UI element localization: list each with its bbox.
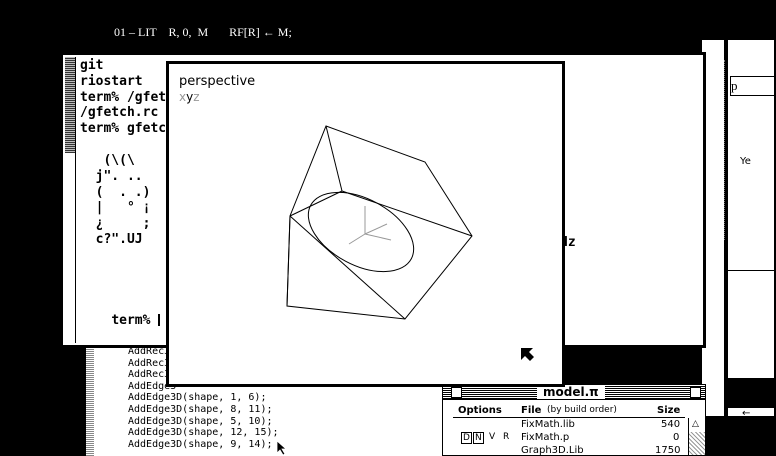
axis-z[interactable]: z — [193, 90, 200, 104]
scroll-thumb[interactable] — [65, 57, 75, 153]
file-row-size: 0 — [673, 432, 680, 443]
code-line: AddEdge3D(shape, 12, 15); — [128, 427, 279, 439]
code-line: AddRec3 — [128, 357, 171, 369]
flag-n[interactable]: N — [473, 432, 484, 444]
axis-selector[interactable]: xyz — [179, 90, 200, 104]
file-row-name[interactable]: FixMath.p — [521, 432, 570, 443]
arrow-left-icon[interactable]: ← — [742, 408, 751, 418]
terminal-scrollbar[interactable] — [65, 57, 76, 343]
code-line: AddEdge3D(shape, 8, 11); — [128, 403, 273, 415]
file-row-size: 540 — [661, 419, 681, 430]
ascii-art-line: | ° ¡ — [80, 200, 151, 216]
close-box-icon[interactable] — [451, 387, 462, 398]
ascii-art-line: ( . .) — [80, 184, 151, 200]
wireframe-cube[interactable] — [169, 64, 562, 384]
model-window[interactable]: model.π Options File (by build order) Si… — [442, 384, 706, 456]
flag-d[interactable]: D — [461, 432, 472, 444]
terminal-line: term% gfetc — [80, 121, 167, 137]
terminal-prompt[interactable]: term% — [80, 297, 161, 344]
code-line: AddRec3 — [128, 369, 171, 381]
terminal-line: term% /gfetc — [80, 89, 174, 105]
code-line: AddRec3 — [128, 346, 171, 357]
asm-instruction: 01 – LIT R, 0, M RF[R] ← M; — [114, 25, 292, 39]
options-header: Options — [458, 405, 502, 416]
file-row-name[interactable]: Graph3D.Lib — [521, 445, 584, 456]
label-box — [730, 76, 774, 96]
code-scroll-strip[interactable] — [86, 336, 94, 456]
zoom-box-icon[interactable] — [690, 387, 701, 398]
asm-title-bar: 01 – LIT R, 0, M RF[R] ← M; — [108, 20, 556, 52]
code-line: AddEdge3D(shape, 1, 6); — [128, 392, 267, 404]
flag-v[interactable]: V — [489, 432, 496, 442]
scan-texture — [702, 60, 725, 240]
scroll-track[interactable] — [689, 432, 705, 455]
scroll-up-icon[interactable]: △ — [692, 419, 699, 429]
prompt-label: term% — [111, 312, 159, 328]
black-block — [724, 378, 774, 408]
divider-line — [728, 270, 774, 271]
ascii-art-line: (\(\ — [80, 153, 135, 168]
header-divider — [453, 417, 685, 418]
mouse-pointer-icon — [276, 440, 288, 456]
text-cursor — [158, 314, 161, 327]
ascii-art-line: c?".UJ — [80, 231, 143, 247]
perspective-window[interactable]: perspective xyz — [166, 61, 565, 387]
perspective-title: perspective — [179, 74, 256, 89]
terminal-line: git — [80, 58, 104, 73]
background-right-window[interactable]: p Ye ← — [700, 38, 776, 418]
axis-x[interactable]: x — [179, 90, 187, 104]
model-scrollbar[interactable]: △ — [688, 418, 705, 455]
file-header: File — [521, 405, 542, 416]
file-row-name[interactable]: FixMath.lib — [521, 419, 575, 430]
axis-y[interactable]: y — [186, 90, 194, 104]
label-p: p — [731, 78, 738, 93]
ascii-art: (\(\ j". .. ( . .) | ° ¡ ¿ ; c?".UJ — [80, 153, 151, 248]
cursor-arrow-icon — [519, 346, 535, 366]
ascii-art-line: j". .. — [80, 168, 143, 184]
label-ye: Ye — [740, 156, 751, 167]
size-header: Size — [657, 405, 681, 416]
model-titlebar[interactable]: model.π — [443, 385, 705, 400]
flag-r[interactable]: R — [503, 432, 510, 442]
code-line: AddEdge3D(shape, 9, 14); — [128, 438, 273, 450]
code-line: AddEdge3 — [128, 380, 177, 392]
code-line: AddEdge3D(shape, 5, 10); — [128, 415, 273, 427]
terminal-line: /gfetch.rc — [80, 105, 159, 121]
file-header-note: (by build order) — [547, 405, 617, 415]
ascii-art-line: ¿ ; — [80, 216, 151, 232]
terminal-line: riostart — [80, 73, 143, 89]
file-row-size: 1750 — [655, 445, 681, 456]
model-title: model.π — [537, 385, 605, 399]
window-edge-strip — [724, 40, 728, 416]
